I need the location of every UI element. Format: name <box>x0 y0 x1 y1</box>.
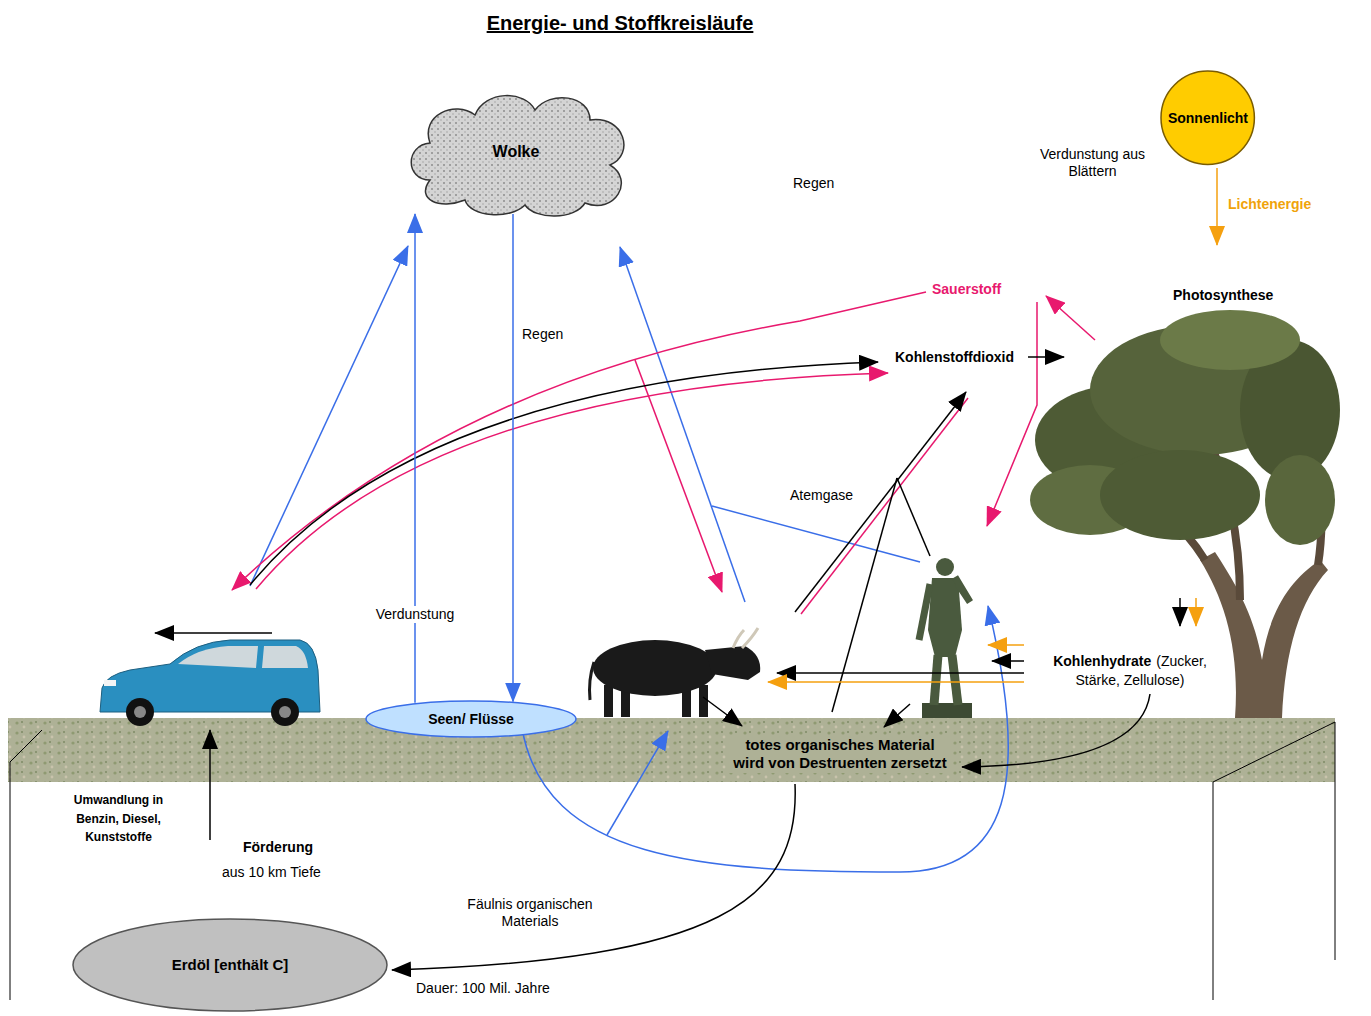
cow-body <box>593 640 717 696</box>
frame-line <box>1335 722 1336 960</box>
diagram-title: Energie- und Stoffkreisläufe <box>487 12 754 35</box>
node-label: Seen/ Flüsse <box>428 711 514 728</box>
annotation-label: Förderung <box>243 839 313 856</box>
annotation-label: Kohlenhydrate <box>1053 653 1151 669</box>
tree-crown <box>1265 455 1335 545</box>
litter-arrow <box>703 697 742 726</box>
groundwater-arrow <box>607 731 668 835</box>
oil-ellipse: Erdöl [enthält C] <box>72 918 388 1012</box>
cow <box>590 628 761 717</box>
frame-line <box>10 730 42 762</box>
frame-line <box>1213 782 1214 1000</box>
breath-line <box>897 478 930 556</box>
node-label: Erdöl [enthält C] <box>172 956 289 974</box>
cow-tail <box>590 662 595 700</box>
statue-torso <box>928 578 962 657</box>
car-hub <box>134 706 146 718</box>
cow-horn <box>733 630 744 648</box>
annotation-label: Fäulnis organischen Materials <box>440 896 620 930</box>
evaporation-arrow <box>250 246 408 586</box>
node-label: Wolke <box>493 142 540 161</box>
statue-leg <box>952 655 958 705</box>
tree-trunk <box>1200 552 1328 718</box>
evaporation-arrow <box>620 247 745 602</box>
ellipse-shape <box>366 701 576 737</box>
water-line <box>712 506 920 562</box>
cow-leg <box>604 685 613 717</box>
annotation-label: totes organisches Material wird von Dest… <box>728 735 952 773</box>
statue-head <box>936 558 954 576</box>
energy-arrow <box>1195 598 1197 626</box>
litter-arrow <box>962 694 1150 767</box>
car <box>100 640 320 726</box>
tree-crown <box>1100 450 1260 540</box>
annotation-label: Photosynthese <box>1173 287 1273 304</box>
matter-arrow <box>992 660 1024 662</box>
annotation-label: Kohlenstoffdioxid <box>895 349 1014 366</box>
oxygen-arrow <box>987 302 1037 526</box>
ellipse-shape <box>73 919 387 1011</box>
annotation-label: Umwandlung in Benzin, Diesel, Kunststoff… <box>56 791 181 847</box>
groundwater-arrow <box>522 606 1008 872</box>
decay-gas-line <box>832 478 897 712</box>
tree-crown <box>1160 310 1300 370</box>
statue <box>919 558 972 718</box>
extraction-arrow <box>209 730 211 840</box>
exhaust-arrow <box>256 373 888 589</box>
exhaust-arrow <box>250 362 878 585</box>
statue-arm <box>955 577 970 602</box>
annotation-label: Dauer: 100 Mil. Jahre <box>416 980 550 997</box>
matter-arrow <box>1179 598 1181 626</box>
edge-label: Verdunstung <box>373 606 458 623</box>
frame-line <box>1213 722 1335 782</box>
annotation-label: Regen <box>793 175 834 192</box>
matter-arrow <box>777 672 1024 674</box>
litter-arrow <box>884 704 910 727</box>
cow-leg <box>699 685 708 717</box>
frame-line <box>10 762 11 1000</box>
annotation-label: Verdunstung aus Blättern <box>1030 146 1155 180</box>
car-wheel <box>271 698 299 726</box>
carbohydrate-label-group: Kohlenhydrate(Zucker, Stärke, Zellulose) <box>1040 651 1220 689</box>
car-headlight <box>104 680 116 686</box>
ground-band <box>8 718 1335 782</box>
tree <box>1030 310 1340 718</box>
annotation-label: Sauerstoff <box>932 281 1001 298</box>
statue-base <box>922 703 972 718</box>
annotation-label: aus 10 km Tiefe <box>222 864 321 881</box>
light-arrow <box>1216 168 1218 245</box>
lake-ellipse: Seen/ Flüsse <box>365 700 577 738</box>
oxygen-arrow <box>1046 296 1095 340</box>
statue-arm <box>919 584 930 640</box>
energy-arrow <box>768 681 1024 683</box>
oxygen-arrow <box>635 360 722 592</box>
cloud-shape <box>411 96 624 216</box>
car-hub <box>279 706 291 718</box>
co2-uptake-arrow <box>1028 356 1064 358</box>
annotation-label: Lichtenergie <box>1228 196 1311 213</box>
breath-line <box>801 398 968 614</box>
cloud-node: Wolke <box>400 85 632 218</box>
water-cycle-arrow <box>414 214 416 703</box>
car-window <box>178 646 258 668</box>
node-label: Sonnenlicht <box>1168 110 1248 127</box>
energy-arrow <box>988 644 1024 646</box>
water-cycle-arrow <box>512 214 514 702</box>
car-window <box>262 646 308 668</box>
fossilisation-arrow <box>392 784 795 970</box>
edge-label: Regen <box>519 326 566 343</box>
annotation-label: Atemgase <box>790 487 853 504</box>
cow-head <box>705 646 760 680</box>
oxygen-arrow <box>232 292 926 590</box>
circle-shape <box>1161 71 1254 164</box>
motion-arrow <box>155 632 272 634</box>
statue-leg <box>934 655 938 705</box>
sun-circle: Sonnenlicht <box>1160 70 1255 165</box>
car-wheel <box>126 698 154 726</box>
